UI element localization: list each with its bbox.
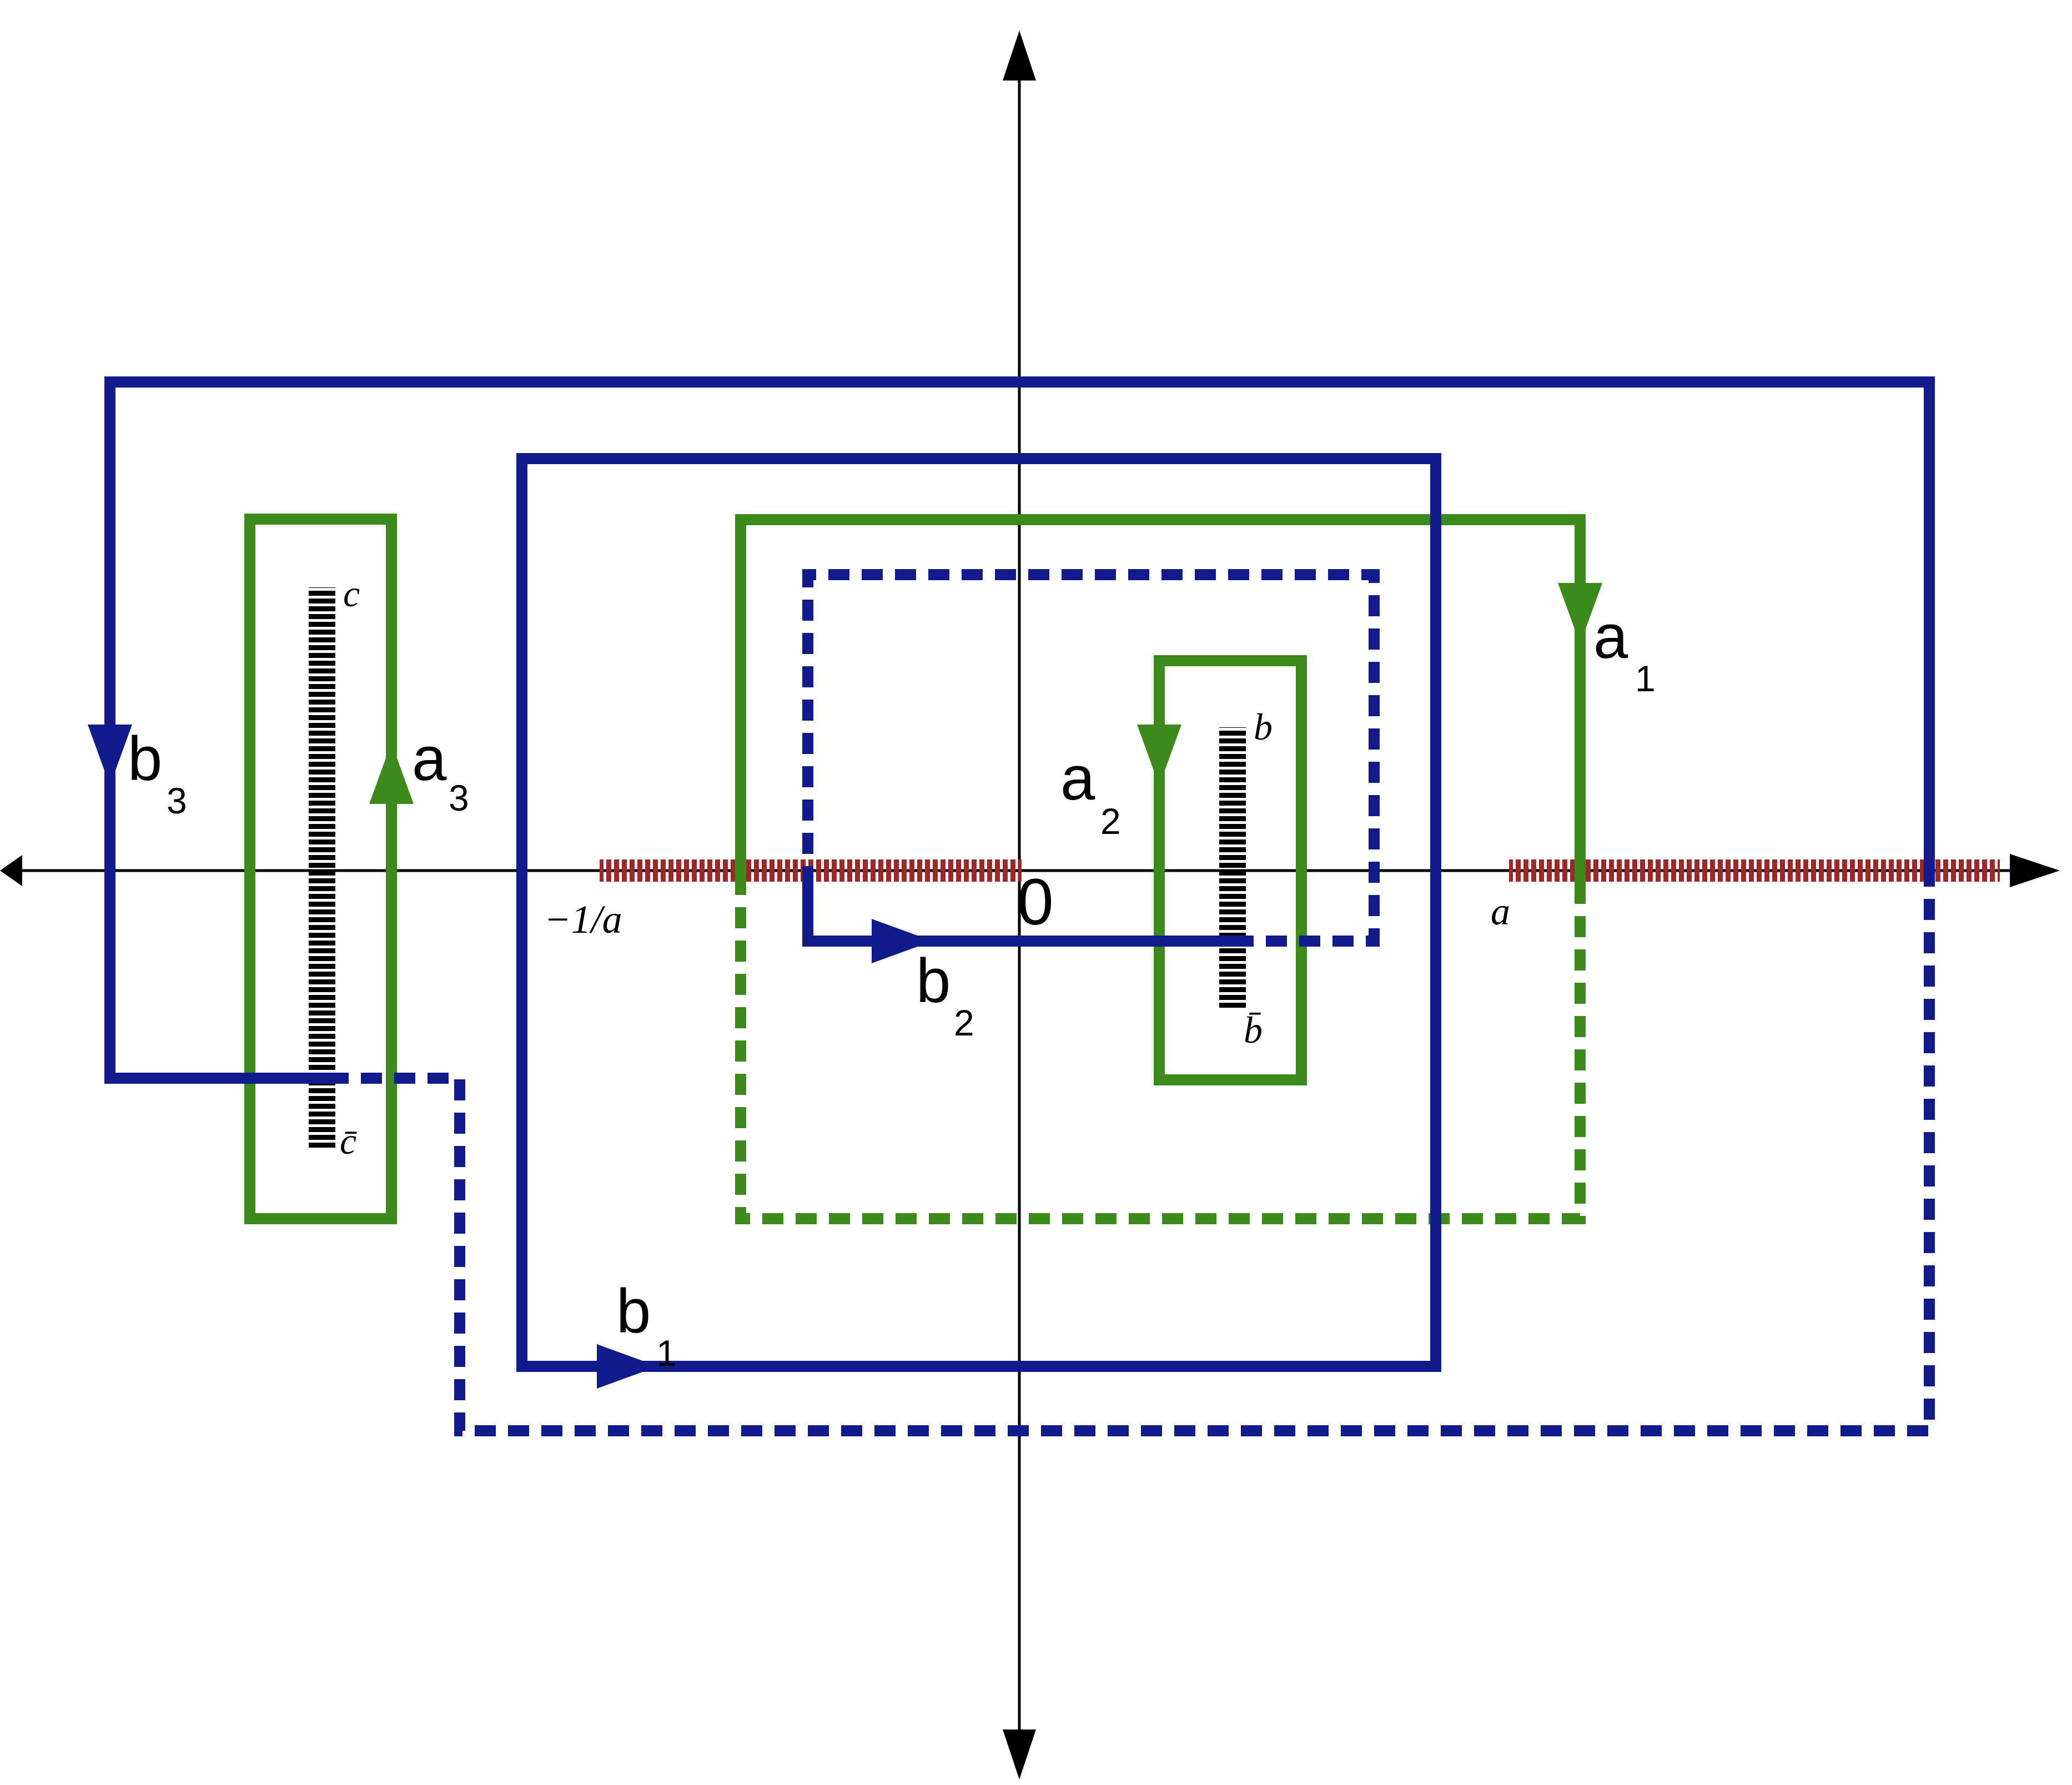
origin-label: 0: [1017, 866, 1054, 939]
a1-contour-dashed: [735, 883, 1586, 1224]
branch-point-c: c: [343, 572, 360, 615]
cycle-label-a3-base: a: [412, 724, 447, 793]
tick-label-neg-inv-a: −1/a: [544, 897, 622, 942]
cycle-label-b3-base: b: [128, 724, 162, 793]
x-axis-arrow-left-icon: [0, 855, 22, 886]
a-cycles: [244, 514, 1586, 1224]
cycle-label-b1-sub: 1: [656, 1333, 677, 1374]
tick-label-a: a: [1491, 891, 1510, 933]
cycle-label-b1-base: b: [616, 1276, 651, 1346]
x-axis-arrow-right-icon: [2010, 854, 2060, 887]
a3-arrow-up-icon: [369, 743, 414, 804]
real-cut-right: [1509, 859, 2000, 882]
b3-contour-dashed: [328, 871, 1935, 1436]
a3-contour: [244, 514, 397, 1224]
branch-point-c-bar: c̄: [340, 1120, 357, 1162]
cycle-label-b3-sub: 3: [167, 780, 187, 821]
b-cycles: [104, 376, 1935, 1436]
cycle-label-b2-base: b: [916, 946, 950, 1015]
cycle-label-a1-sub: 1: [1635, 658, 1656, 699]
b2-contour-dashed: [802, 569, 1380, 947]
branch-point-b-bar: b̄: [1244, 1009, 1263, 1051]
cycle-label-a1: a 1: [1593, 602, 1656, 699]
cycle-label-b2: b 2: [916, 946, 974, 1043]
branch-cut-c: [309, 587, 335, 1149]
a1-arrow-down-icon: [1558, 583, 1602, 644]
real-axis-cuts: [600, 859, 2000, 882]
branch-cut-b: [1219, 727, 1246, 1008]
cycle-label-b2-sub: 2: [954, 1002, 974, 1043]
cycle-label-a1-base: a: [1593, 602, 1628, 671]
b3-contour-solid: [104, 376, 1935, 1084]
a1-contour-solid: [735, 514, 1586, 883]
a2-arrow-down-icon: [1137, 725, 1181, 786]
y-axis-arrow-up-icon: [1003, 31, 1036, 81]
b2-arrow-right-icon: [872, 919, 933, 963]
cycle-label-a3-sub: 3: [449, 777, 469, 818]
cycle-label-a2-sub: 2: [1100, 801, 1121, 842]
branch-cuts: [309, 587, 1246, 1149]
y-axis-arrow-down-icon: [1003, 1729, 1036, 1779]
branch-point-b: b: [1254, 706, 1273, 748]
cycle-label-a2: a 2: [1060, 743, 1121, 842]
b2-contour-solid: [802, 871, 1233, 947]
cycle-label-a3: a 3: [412, 724, 469, 818]
direction-arrows: [88, 583, 1602, 1389]
b3-arrow-down-icon: [88, 725, 132, 786]
cycle-label-b3: b 3: [128, 724, 187, 821]
cycle-label-b1: b 1: [616, 1276, 677, 1374]
cycle-label-a2-base: a: [1060, 743, 1095, 813]
b1-contour: [516, 453, 1441, 1372]
b1-arrow-right-icon: [597, 1344, 658, 1389]
a2-contour: [1154, 655, 1307, 1085]
